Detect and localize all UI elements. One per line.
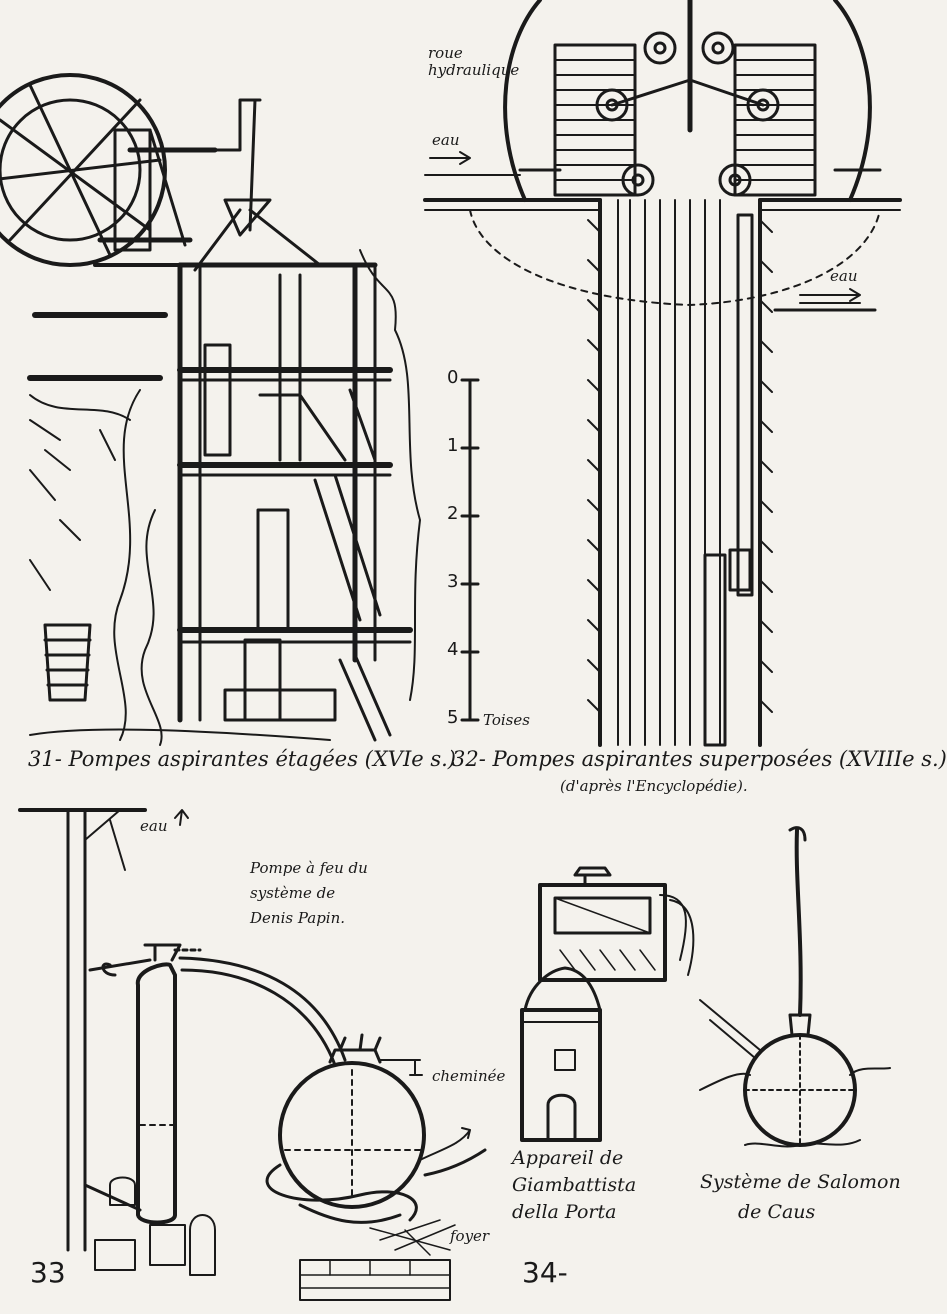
- fig34-drawing: [520, 826, 891, 1148]
- fig34-porta-line-3: della Porta: [512, 1201, 617, 1223]
- fig34-porta-line-2: Giambattista: [512, 1174, 637, 1196]
- fig33-number: 33: [30, 1256, 66, 1289]
- fig32-scale-tick-4: 4: [447, 639, 459, 660]
- fig33-title-line-3: Denis Papin.: [250, 909, 346, 927]
- fig33-label-eau: eau: [140, 817, 168, 835]
- fig34-number: 34-: [522, 1256, 568, 1289]
- fig32-caption: 32- Pompes aspirantes superposées (XVIII…: [452, 747, 947, 771]
- fig33-drawing: [18, 808, 487, 1301]
- fig32-drawing: [423, 0, 902, 747]
- fig32-label-eau-out: eau: [830, 267, 858, 285]
- fig33-title-line-2: système de: [250, 884, 336, 902]
- fig32-caption-sub: (d'après l'Encyclopédie).: [560, 777, 748, 795]
- fig33-label-foyer: foyer: [450, 1227, 490, 1245]
- fig32-scale-unit: Toises: [483, 711, 530, 729]
- fig31-caption: 31- Pompes aspirantes étagées (XVIe s.): [28, 747, 456, 771]
- fig32-scale-tick-5: 5: [447, 707, 459, 728]
- fig31-tower-frame: [177, 262, 413, 723]
- fig32-scale-tick-3: 3: [447, 571, 459, 592]
- fig32-label-roue: roue hydraulique: [428, 44, 520, 79]
- fig31-water-wheel: [0, 73, 262, 267]
- fig33-title-line-1: Pompe à feu du: [250, 859, 368, 877]
- fig34-caus-line-2: de Caus: [738, 1201, 816, 1223]
- line-drawings: [0, 0, 902, 1301]
- fig31-drawing: [0, 73, 421, 746]
- fig32-label-eau-in: eau: [432, 131, 460, 149]
- fig32-scale-tick-2: 2: [447, 503, 459, 524]
- fig32-scale-tick-0: 0: [447, 367, 459, 388]
- fig34-caus-line-1: Système de Salomon: [700, 1171, 901, 1193]
- fig32-scale-tick-1: 1: [447, 435, 459, 456]
- fig33-label-cheminee: cheminée: [432, 1067, 506, 1085]
- fig34-porta-line-1: Appareil de: [512, 1147, 624, 1169]
